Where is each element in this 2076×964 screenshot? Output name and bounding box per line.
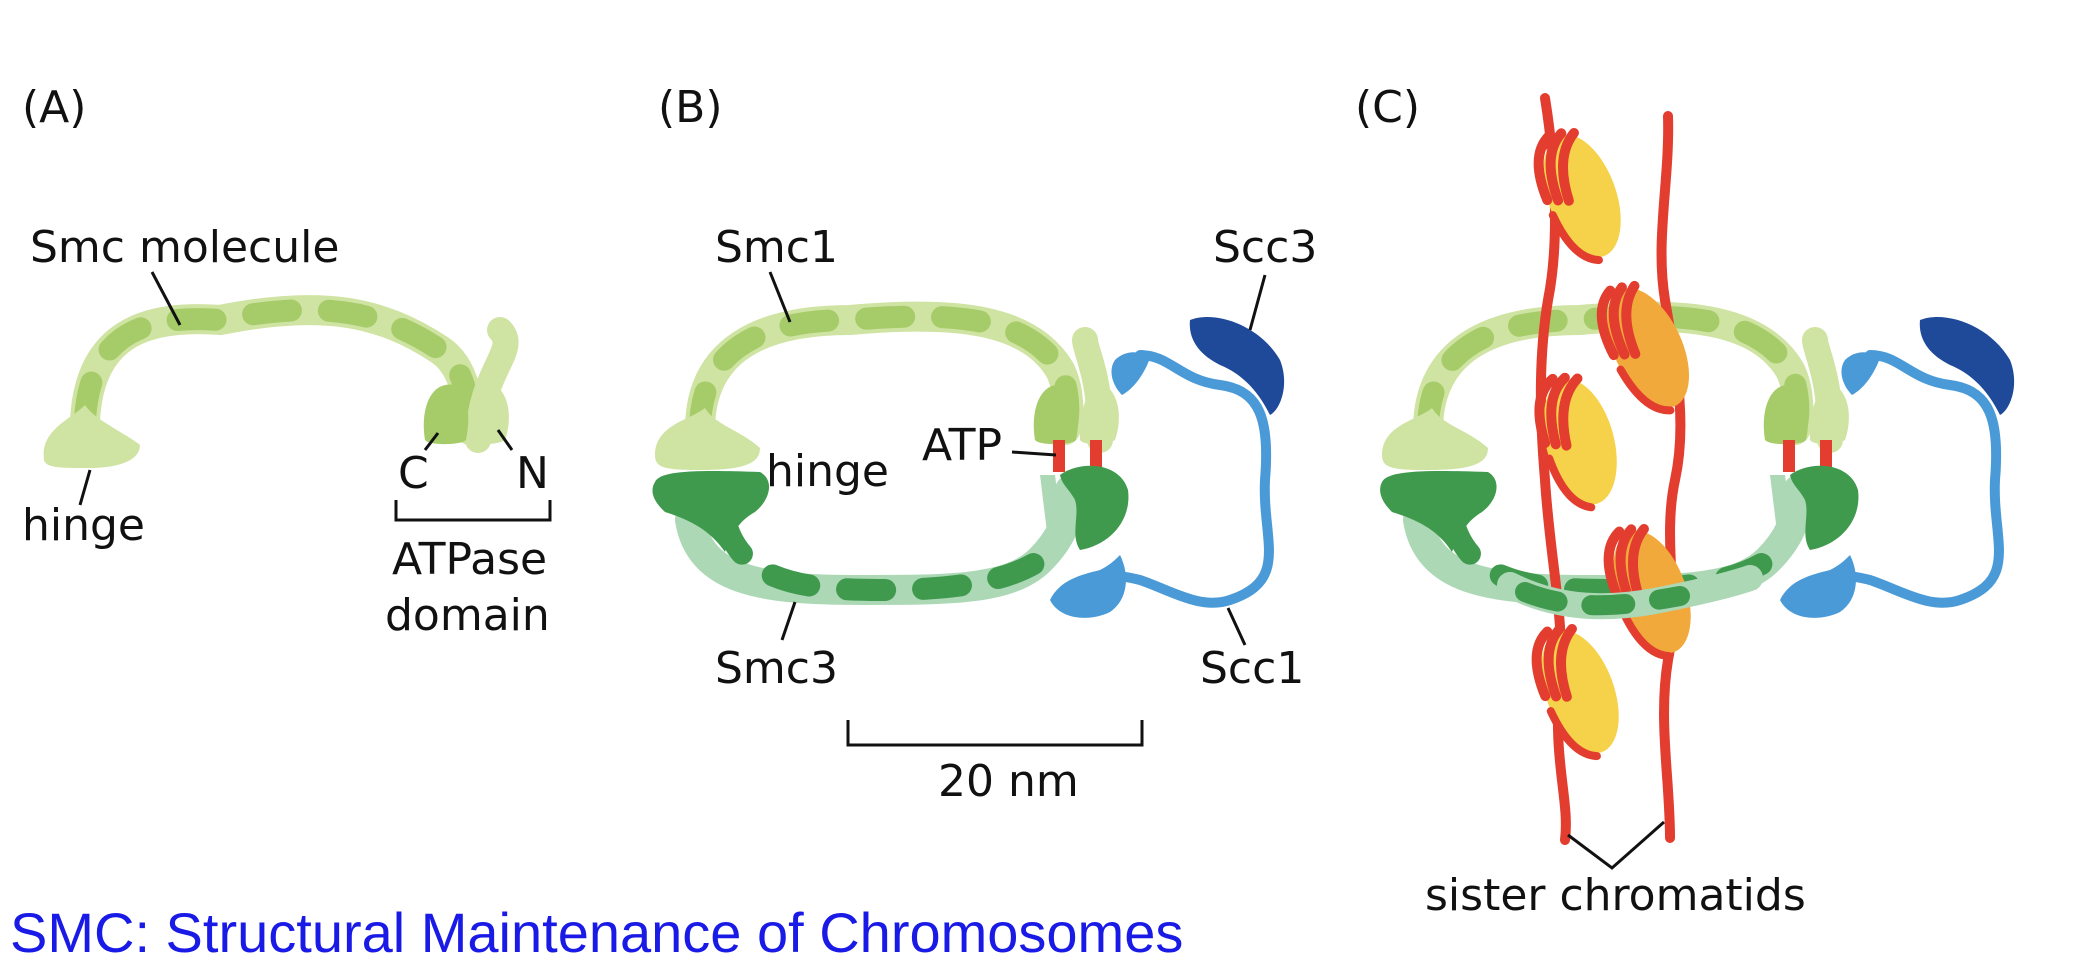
- scale-bar: [846, 720, 1144, 747]
- scale-bar-label: 20 nm: [938, 756, 1079, 807]
- panel-b-tag: (B): [658, 82, 723, 133]
- smc3-leader: [780, 601, 797, 641]
- scc1-scc3-c: [1780, 316, 2015, 618]
- panel-a: (A) Smc molecule hinge C N ATPase domain: [22, 82, 552, 641]
- scc3-leader: [1248, 274, 1267, 331]
- smc-molecule-leader: [150, 271, 182, 326]
- smc-molecule-label: Smc molecule: [30, 222, 339, 273]
- atp-right: [1090, 440, 1102, 472]
- hinge-b-label: hinge: [766, 446, 889, 497]
- cohesin-diagram: (A) Smc molecule hinge C N ATPase domain…: [22, 82, 2015, 921]
- cohesin-ring-b: [652, 301, 1129, 606]
- smc-molecule-shape: [43, 295, 519, 468]
- panel-a-tag: (A): [22, 82, 86, 133]
- c-leader: [423, 432, 440, 451]
- n-leader: [496, 429, 514, 451]
- atpase-bracket: [394, 500, 552, 522]
- atp-leader: [1011, 450, 1057, 457]
- panel-c: (C): [1355, 82, 2015, 921]
- atpase-label-2: domain: [385, 590, 550, 641]
- smc3-label: Smc3: [715, 643, 838, 694]
- scc1-label: Scc1: [1200, 643, 1304, 694]
- c-terminus-label: C: [398, 448, 429, 499]
- n-terminus-label: N: [516, 448, 549, 499]
- scc1-scc3-b: [1050, 316, 1285, 618]
- panel-c-tag: (C): [1355, 82, 1420, 133]
- panel-b: (B): [652, 82, 1317, 807]
- sister-chromatids-label: sister chromatids: [1425, 870, 1806, 921]
- smc1-label: Smc1: [715, 222, 838, 273]
- footer-caption: SMC: Structural Maintenance of Chromosom…: [10, 901, 1184, 964]
- sister-chromatids-shape: [1497, 93, 1763, 845]
- scc3-label: Scc3: [1213, 222, 1317, 273]
- sister-chromatids-bracket: [1567, 820, 1665, 870]
- atp-left: [1053, 440, 1065, 472]
- hinge-a-leader: [78, 469, 92, 506]
- scc1-leader: [1226, 607, 1247, 646]
- atp-label: ATP: [922, 420, 1002, 471]
- smc1-leader: [768, 271, 792, 323]
- hinge-a-label: hinge: [22, 500, 145, 551]
- atpase-label-1: ATPase: [392, 534, 547, 585]
